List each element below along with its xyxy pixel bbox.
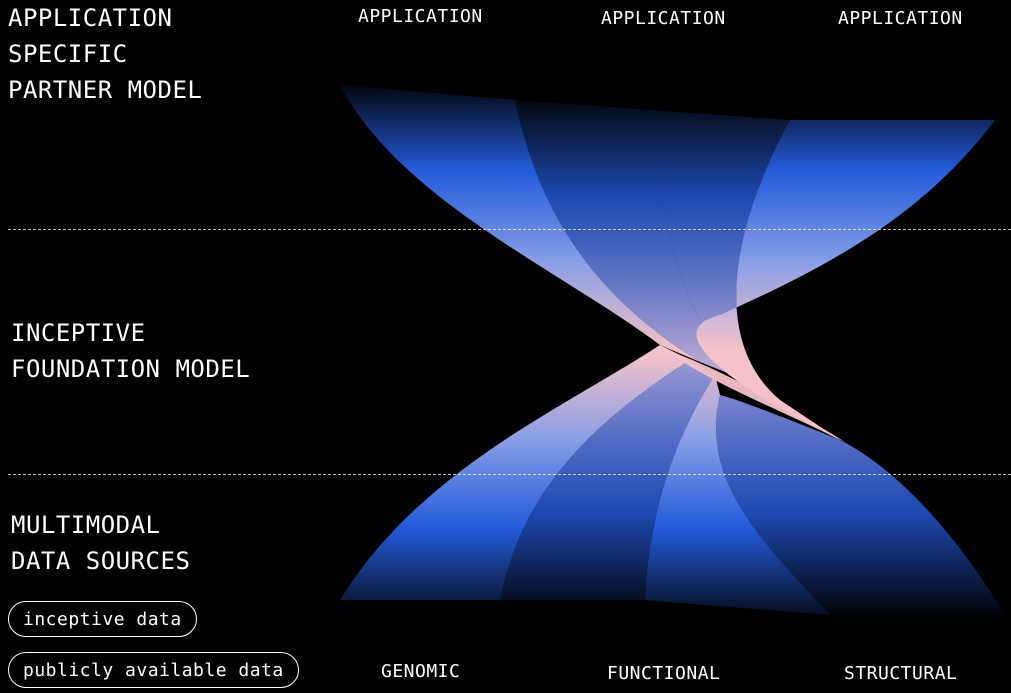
flow-top-center <box>515 100 740 378</box>
flow-top-left <box>340 85 700 362</box>
layer-label-line: MULTIMODAL <box>11 511 161 539</box>
flow-waist <box>655 346 845 442</box>
layer-label-line: APPLICATION <box>8 4 173 32</box>
layer-label-foundation-model: INCEPTIVE FOUNDATION MODEL <box>11 315 250 387</box>
layer-label-line: DATA SOURCES <box>11 547 191 575</box>
flow-top-center-right <box>650 110 790 400</box>
flow-top-right <box>696 120 995 440</box>
top-column-label: APPLICATION <box>601 8 726 29</box>
flow-bottom-left <box>340 345 690 600</box>
layer-label-line: FOUNDATION MODEL <box>11 355 251 383</box>
bottom-column-label-genomic: GENOMIC <box>381 661 461 682</box>
layer-label-line: PARTNER MODEL <box>8 76 203 104</box>
flow-bottom-center <box>645 375 830 615</box>
layer-label-line: SPECIFIC <box>8 40 128 68</box>
legend-public-data: publicly available data <box>8 652 299 688</box>
divider-upper <box>8 229 1011 230</box>
flow-bottom-right <box>716 395 1005 615</box>
layer-label-line: INCEPTIVE <box>11 319 146 347</box>
legend-inceptive-data: inceptive data <box>8 601 197 637</box>
top-column-label: APPLICATION <box>838 8 963 29</box>
top-column-label: APPLICATION <box>358 6 483 27</box>
bottom-column-label-functional: FUNCTIONAL <box>607 663 721 684</box>
flow-bottom-center-left <box>500 360 715 600</box>
layer-label-data-sources: MULTIMODAL DATA SOURCES <box>11 507 190 579</box>
layer-label-partner-model: APPLICATION SPECIFIC PARTNER MODEL <box>8 0 202 108</box>
divider-lower <box>8 474 1011 475</box>
bottom-column-label-structural: STRUCTURAL <box>844 663 958 684</box>
